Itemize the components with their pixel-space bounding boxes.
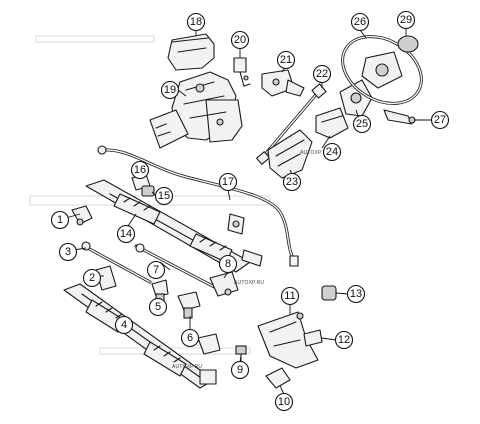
callout-19-label: 19: [164, 84, 176, 96]
part-6-ball-joint: [177, 291, 201, 319]
callout-1-label: 1: [57, 214, 63, 226]
callout-14-label: 14: [120, 228, 132, 240]
part-1-tie-rod-end: [71, 205, 93, 226]
part-20-ignition-lock: [233, 57, 251, 87]
callout-11: 11: [280, 286, 300, 306]
callout-14: 14: [116, 224, 136, 244]
callout-1: 1: [50, 210, 70, 230]
callout-3: 3: [58, 242, 78, 262]
callout-8: 8: [218, 254, 238, 274]
callout-29-label: 29: [400, 14, 412, 26]
callout-5-label: 5: [155, 301, 161, 313]
callout-24: 24: [322, 142, 342, 162]
part-25-hub-module: [339, 79, 373, 117]
callout-24-label: 24: [326, 146, 338, 158]
callout-3-label: 3: [65, 246, 71, 258]
part-24-switch-bracket: [315, 107, 349, 139]
callout-2-label: 2: [89, 272, 95, 284]
callout-10-label: 10: [278, 396, 290, 408]
watermark-1: AUTOXP.RU: [300, 150, 330, 156]
callout-16-label: 16: [134, 164, 146, 176]
callout-15: 15: [154, 186, 174, 206]
callout-17-label: 17: [222, 176, 234, 188]
callout-2: 2: [82, 268, 102, 288]
part-2-rubber-mount: [95, 265, 117, 291]
callout-7: 7: [146, 260, 166, 280]
part-23-lower-shaft-bracket: [267, 129, 313, 179]
part-8-outer-tie-rod: [209, 271, 239, 297]
callout-4: 4: [114, 315, 134, 335]
callout-21-label: 21: [280, 54, 292, 66]
part-4-rack-assembly: [63, 283, 221, 389]
callout-12-label: 12: [338, 334, 350, 346]
callout-25: 25: [352, 114, 372, 134]
callout-16: 16: [130, 160, 150, 180]
callout-26: 26: [350, 12, 370, 32]
part-27-stalk: [383, 109, 416, 125]
callout-23-label: 23: [286, 176, 298, 188]
callout-20: 20: [230, 30, 250, 50]
part-14-steering-rack: [85, 179, 263, 273]
part-13-bushing: [321, 285, 337, 301]
callout-6-label: 6: [187, 332, 193, 344]
callout-7-label: 7: [153, 264, 159, 276]
watermark-2: AUTOXP.RU: [234, 280, 264, 286]
callout-12: 12: [334, 330, 354, 350]
callout-9-label: 9: [237, 364, 243, 376]
callout-15-label: 15: [158, 190, 170, 202]
callout-27: 27: [430, 110, 450, 130]
part-9-bolt: [235, 345, 247, 363]
part-18-column-cover: [167, 33, 215, 71]
part-12-link: [303, 329, 323, 347]
leader-lines: [65, 28, 432, 395]
callout-21: 21: [276, 50, 296, 70]
part-3-tie-rod: [81, 241, 152, 284]
part-15-bushing: [141, 185, 155, 197]
part-22-intermediate-shaft: [256, 83, 327, 165]
callout-4-label: 4: [121, 319, 127, 331]
callout-5: 5: [148, 297, 168, 317]
part-17-stabilizer-bar: [97, 145, 299, 267]
callout-13: 13: [346, 284, 366, 304]
callout-18-label: 18: [190, 16, 202, 28]
callout-22: 22: [312, 64, 332, 84]
callout-27-label: 27: [434, 114, 446, 126]
watermark-3: AUTOXP.RU: [172, 364, 202, 370]
part-19-steering-column: [149, 71, 243, 149]
callout-19: 19: [160, 80, 180, 100]
callout-13-label: 13: [350, 288, 362, 300]
part-26-steering-wheel: [341, 35, 423, 105]
callout-23: 23: [282, 172, 302, 192]
callout-17: 17: [218, 172, 238, 192]
callout-6: 6: [180, 328, 200, 348]
callout-8-label: 8: [225, 258, 231, 270]
part-11-control-arm: [257, 311, 319, 369]
callout-11-label: 11: [284, 290, 295, 302]
callout-22-label: 22: [316, 68, 328, 80]
part-21-combination-switch: [261, 69, 305, 97]
callout-9: 9: [230, 360, 250, 380]
callout-20-label: 20: [234, 34, 246, 46]
part-29-horn-cap: [397, 35, 419, 53]
part-10-clip: [265, 367, 291, 389]
part-7-inner-tie-rod: [134, 243, 226, 294]
callout-10: 10: [274, 392, 294, 412]
callout-26-label: 26: [354, 16, 366, 28]
callout-29: 29: [396, 10, 416, 30]
callout-25-label: 25: [356, 118, 368, 130]
callout-18: 18: [186, 12, 206, 32]
